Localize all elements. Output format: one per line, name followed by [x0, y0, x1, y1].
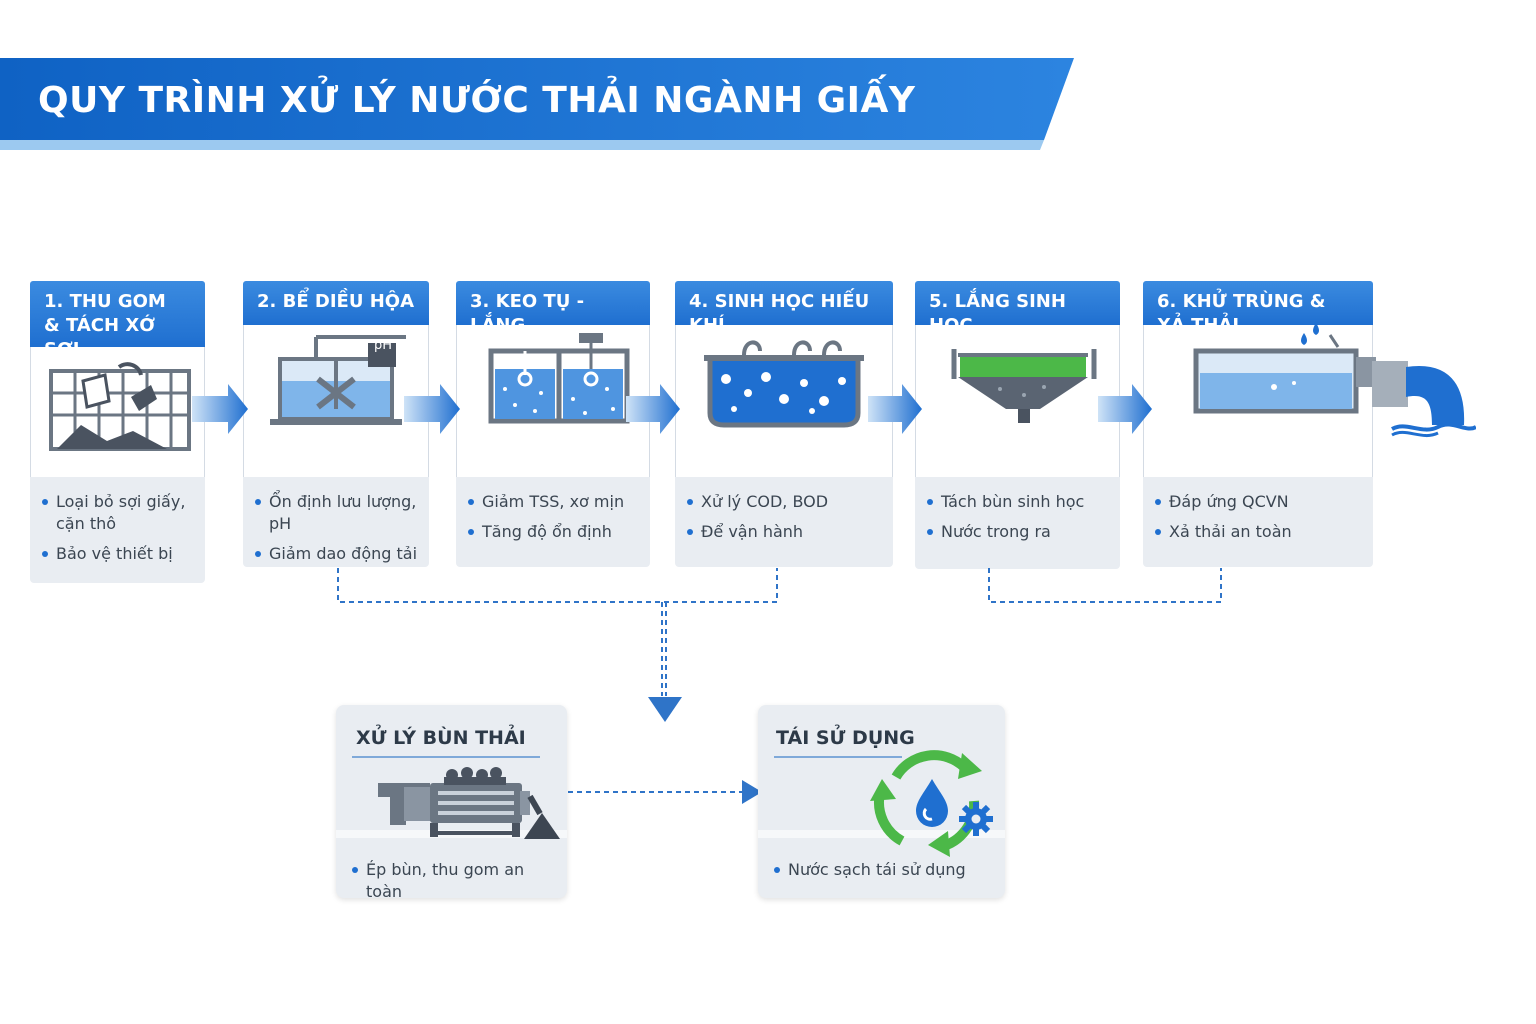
- step-6-bullet-2: Xả thải an toàn: [1143, 521, 1373, 543]
- step-card-1: 1. THU GOM & TÁCH XỚ SỢI Loại bỏ sợi giấ…: [30, 281, 205, 583]
- step-card-4: 4. SINH HỌC HIẾU KHÍ Xử lý COD, BOD Để vậ…: [675, 281, 893, 567]
- disinfection-discharge-icon: [1166, 321, 1478, 446]
- step-card-2: 2. BỂ DIỀU HỘA pH Ổn định lưu lượng, pH Gi…: [243, 281, 429, 567]
- step-visual-4: [675, 325, 893, 477]
- sludge-underline: [352, 756, 540, 758]
- equalization-tank-icon: [256, 329, 416, 444]
- banner-shape: [0, 58, 1074, 150]
- reuse-title: TÁI SỬ DỤNG: [776, 727, 915, 749]
- step-5-bullet-2: Nước trong ra: [915, 521, 1120, 543]
- sludge-bullet-1: Ép bùn, thu gom an toàn: [340, 859, 560, 903]
- step-2-bullet-1: Ổn định lưu lượng, pH: [243, 491, 429, 535]
- step-visual-6: [1143, 323, 1478, 477]
- title-banner: [0, 58, 1076, 150]
- step-title-2: 2. BỂ DIỀU HỘA: [243, 281, 429, 325]
- reuse-bullet-1: Nước sạch tái sử dụng: [762, 859, 1002, 881]
- sludge-press-icon: [378, 767, 560, 839]
- step-3-bullet-2: Tăng độ ổn định: [456, 521, 650, 543]
- step-6-bullet-1: Đáp ứng QCVN: [1143, 491, 1373, 513]
- ph-badge: pH: [373, 338, 393, 353]
- sludge-title: XỬ LÝ BÙN THẢI: [356, 727, 526, 749]
- sludge-bullets: Ép bùn, thu gom an toàn: [340, 851, 560, 903]
- clarifier-icon: [934, 329, 1104, 444]
- step-title-5: 5. LẮNG SINH HỌC: [915, 281, 1120, 336]
- step-title-6: 6. KHỬ TRÙNG & XẢ THẢI: [1143, 281, 1373, 336]
- step-title-1: 1. THU GOM & TÁCH XỚ SỢI: [30, 281, 205, 360]
- reuse-card: TÁI SỬ DỤNG Nước sạch tái sử dụng: [758, 705, 1005, 898]
- down-arrow-head: [648, 697, 682, 722]
- step-visual-3: [456, 325, 650, 477]
- step-bullets-2: Ổn định lưu lượng, pH Giảm dao động tải: [243, 477, 429, 567]
- screen-filter-icon: [47, 361, 197, 466]
- step-title-4: 4. SINH HỌC HIẾU KHÍ: [675, 281, 893, 336]
- step-bullets-4: Xử lý COD, BOD Để vận hành: [675, 477, 893, 567]
- step-1-bullet-1: Loại bỏ sợi giấy, cặn thô: [30, 491, 205, 535]
- recycle-water-icon: [870, 750, 993, 857]
- step-1-bullet-2: Bảo vệ thiết bị: [30, 543, 205, 565]
- aeration-tank-icon: [694, 329, 874, 444]
- reuse-divider: [758, 830, 1005, 838]
- step-bullets-6: Đáp ứng QCVN Xả thải an toàn: [1143, 477, 1373, 567]
- step-visual-2: pH: [243, 325, 429, 477]
- sludge-card: XỬ LÝ BÙN THẢI Ép bùn, thu gom an toàn: [336, 705, 567, 901]
- step-visual-1: [30, 347, 205, 477]
- step-visual-5: [915, 325, 1120, 477]
- step-4-bullet-2: Để vận hành: [675, 521, 893, 543]
- step-2-bullet-2: Giảm dao động tải: [243, 543, 429, 565]
- reuse-bullets: Nước sạch tái sử dụng: [762, 851, 1002, 881]
- step-card-6: 6. KHỬ TRÙNG & XẢ THẢI Đáp ứng QCVN Xả th…: [1143, 281, 1478, 567]
- step-title-3: 3. KEO TỤ - LẮNG: [456, 281, 650, 336]
- step-5-bullet-1: Tách bùn sinh học: [915, 491, 1120, 513]
- step-3-bullet-1: Giảm TSS, xơ mịn: [456, 491, 650, 513]
- step-4-bullet-1: Xử lý COD, BOD: [675, 491, 893, 513]
- coagulation-tank-icon: [475, 329, 635, 444]
- page-title: QUY TRÌNH XỬ LÝ NƯỚC THẢI NGÀNH GIẤY: [38, 80, 916, 121]
- reuse-underline: [774, 756, 902, 758]
